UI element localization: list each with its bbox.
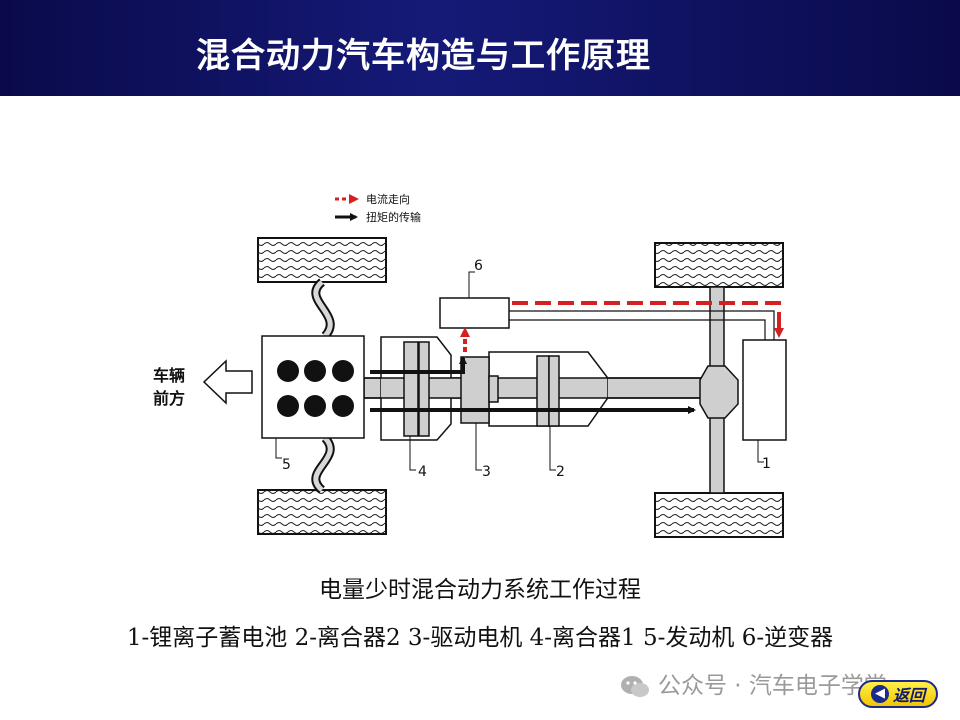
clutch1-plate-a (403, 341, 419, 437)
slide-header: 混合动力汽车构造与工作原理 (0, 0, 960, 96)
vehicle-forward-arrow-icon (202, 359, 253, 405)
diagram-caption-components: 1-锂离子蓄电池 2-离合器2 3-驱动电机 4-离合器1 5-发动机 6-逆变… (126, 625, 834, 651)
legend-current-label: 电流走向 (366, 192, 410, 206)
rear-differential (699, 365, 739, 419)
forward-label-line2: 前方 (153, 389, 185, 408)
label-battery-number: 1 (762, 456, 771, 472)
clutch2-plate-b (548, 355, 560, 427)
engine (261, 335, 365, 439)
inverter (439, 297, 510, 329)
left-arrow-icon: ◀ (870, 685, 889, 703)
label-clutch1-number: 4 (418, 464, 427, 480)
back-button-label: 返回 (892, 686, 925, 705)
wheel-rear-right (654, 492, 784, 538)
forward-label-line1: 车辆 (153, 366, 185, 385)
wheel-front-left (257, 237, 387, 283)
current-flow-inverter-to-battery (512, 301, 784, 338)
clutch1-plate-b (418, 341, 430, 437)
clutch2-plate-a (536, 355, 550, 427)
torque-arrow-engine-to-motor (370, 356, 467, 374)
label-inverter-number: 6 (474, 258, 483, 274)
label-clutch2-number: 2 (556, 464, 565, 480)
label-engine-number: 5 (282, 457, 291, 473)
diagram-caption-title: 电量少时混合动力系统工作过程 (319, 577, 641, 603)
watermark: 公众号 · 汽车电子学堂 (620, 666, 887, 700)
diagram-legend: 电流走向 扭矩的传输 (335, 192, 421, 224)
wheel-front-right (257, 489, 387, 535)
drive-motor (460, 356, 490, 424)
label-motor-number: 3 (482, 464, 491, 480)
wheel-rear-left (654, 242, 784, 288)
inverter-battery-wire (509, 319, 766, 340)
slide-title: 混合动力汽车构造与工作原理 (196, 36, 651, 76)
watermark-text: 公众号 · 汽车电子学堂 (658, 673, 887, 699)
battery (742, 339, 787, 441)
leader-lines (275, 271, 764, 471)
wechat-icon (621, 675, 649, 697)
legend-torque-label: 扭矩的传输 (366, 210, 421, 224)
back-button[interactable]: ◀ 返回 (858, 680, 938, 708)
